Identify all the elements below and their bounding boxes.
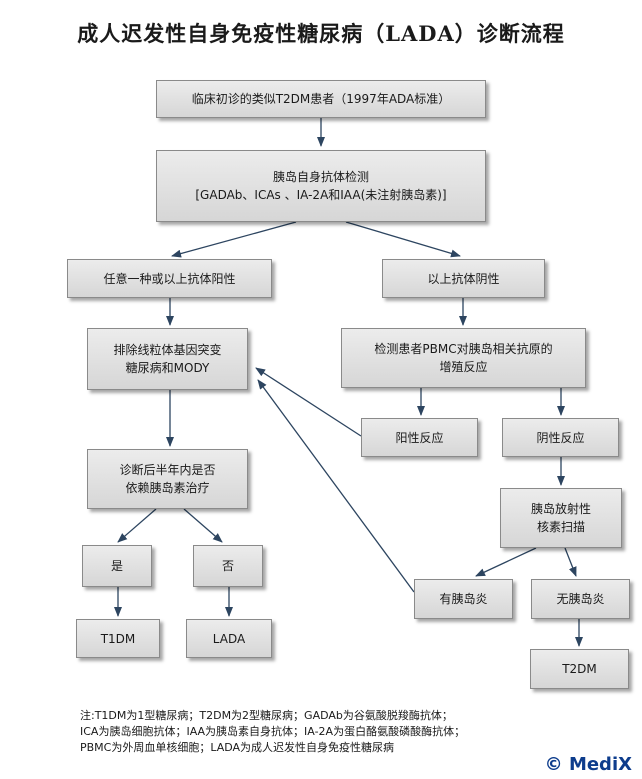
node-start-text: 临床初诊的类似T2DM患者（1997年ADA标准） [191,92,451,106]
node-yes-text: 是 [110,559,123,573]
node-t2dm-text: T2DM [562,662,597,676]
node-antibody-positive-text: 任意一种或以上抗体阳性 [103,271,236,286]
node-pbmc-negative: 阴性反应 [502,418,619,457]
node-start: 临床初诊的类似T2DM患者（1997年ADA标准） [156,80,486,118]
note-line-3: PBMC为外周血单核细胞；LADA为成人迟发性自身免疫性糖尿病 [80,741,395,754]
node-pbmc-negative-text: 阴性反应 [536,430,585,445]
node-scan-line2: 核素扫描 [536,520,585,534]
node-antibody-test-line2: [GADAb、ICAs 、IA-2A和IAA(未注射胰岛素)] [195,188,447,202]
node-exclude-line1: 排除线粒体基因突变 [113,343,222,357]
node-pbmc: 检测患者PBMC对胰岛相关抗原的 增殖反应 [341,328,586,388]
node-yes: 是 [82,545,152,587]
edge-pbmcpos-to-exclude [255,367,362,437]
node-t2dm: T2DM [530,649,629,689]
edge-test-to-negative [345,221,461,258]
node-pbmc-line2: 增殖反应 [439,360,488,374]
abbreviation-note: 注:T1DM为1型糖尿病；T2DM为2型糖尿病；GADAb为谷氨酸脱羧酶抗体； … [80,708,600,756]
note-line-1: 注:T1DM为1型糖尿病；T2DM为2型糖尿病；GADAb为谷氨酸脱羧酶抗体； [80,709,453,722]
node-insulin-question: 诊断后半年内是否 依赖胰岛素治疗 [87,449,248,509]
node-lada: LADA [186,619,272,658]
node-exclude: 排除线粒体基因突变 糖尿病和MODY [87,328,248,390]
node-antibody-positive: 任意一种或以上抗体阳性 [67,259,272,298]
node-lada-text: LADA [212,631,246,646]
node-t1dm: T1DM [76,619,160,658]
node-antibody-test-line1: 胰岛自身抗体检测 [272,170,369,184]
node-insulin-question-line1: 诊断后半年内是否 [119,463,216,477]
medix-logo: © MediX [544,754,632,775]
node-t1dm-text: T1DM [100,631,136,646]
node-no-insulitis: 无胰岛炎 [531,579,630,619]
edge-test-to-positive [171,221,297,258]
node-insulin-question-line2: 依赖胰岛素治疗 [125,481,210,495]
node-pbmc-positive: 阳性反应 [361,418,478,457]
node-pbmc-line1: 检测患者PBMC对胰岛相关抗原的 [374,342,553,356]
node-no-insulitis-text: 无胰岛炎 [556,592,605,606]
diagram-title: 成人迟发性自身免疫性糖尿病（LADA）诊断流程 [77,21,565,46]
edge-insulitis-to-exclude [257,379,415,593]
edge-scan-to-insulitis [475,547,537,577]
node-antibody-negative: 以上抗体阴性 [382,259,545,298]
edge-insulin-to-yes [117,508,157,543]
node-no: 否 [193,545,263,587]
node-pbmc-positive-text: 阳性反应 [395,430,444,445]
node-scan: 胰岛放射性 核素扫描 [500,488,622,548]
note-line-2: ICA为胰岛细胞抗体；IAA为胰岛素自身抗体；IA-2A为蛋白酪氨酸磷酸酶抗体； [80,725,466,738]
node-insulitis-text: 有胰岛炎 [439,592,488,606]
node-no-text: 否 [221,559,234,573]
edge-insulin-to-no [183,508,223,543]
node-scan-line1: 胰岛放射性 [530,502,591,516]
node-insulitis: 有胰岛炎 [414,579,513,619]
node-antibody-negative-text: 以上抗体阴性 [427,271,500,286]
node-antibody-test: 胰岛自身抗体检测 [GADAb、ICAs 、IA-2A和IAA(未注射胰岛素)] [156,150,486,222]
node-exclude-line2: 糖尿病和MODY [125,361,210,375]
edge-scan-to-noinsulitis [564,547,577,577]
